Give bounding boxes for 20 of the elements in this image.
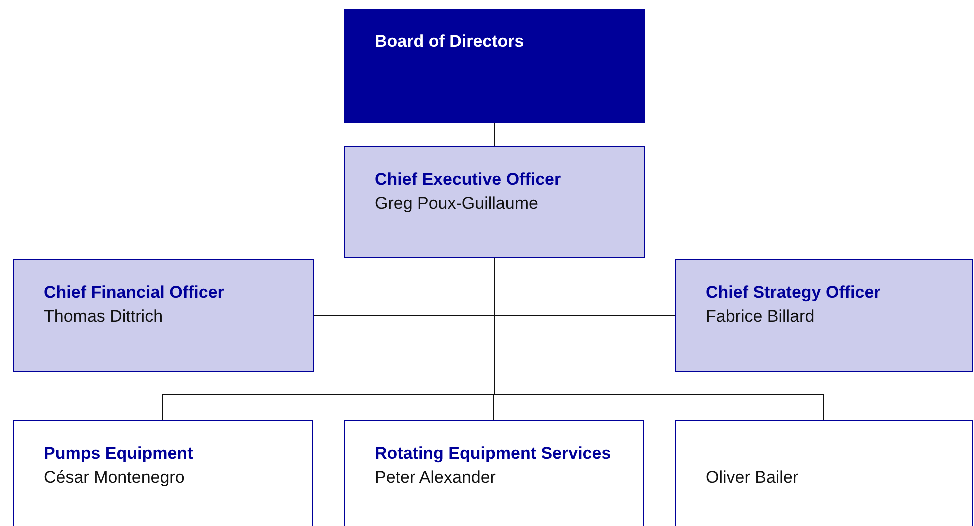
person-name: César Montenegro xyxy=(44,467,186,489)
connector-line xyxy=(494,122,495,146)
role-title: Pumps Equipment xyxy=(44,443,194,465)
role-title: Rotating Equipment Services xyxy=(375,443,612,465)
person-name: Oliver Bailer xyxy=(706,467,800,489)
org-box xyxy=(344,9,645,123)
org-box xyxy=(13,259,314,372)
org-box xyxy=(344,420,644,526)
person-name: Greg Poux-Guillaume xyxy=(375,193,540,215)
role-title: Chief Strategy Officer xyxy=(706,282,882,304)
org-box xyxy=(344,146,645,258)
role-title: Chief Executive Officer xyxy=(375,169,562,191)
person-name: Fabrice Billard xyxy=(706,306,816,328)
role-title: Chief Financial Officer xyxy=(44,282,226,304)
org-box xyxy=(675,259,973,372)
org-box xyxy=(675,420,973,526)
role-title: Board of Directors xyxy=(375,31,526,53)
org-box xyxy=(13,420,313,526)
person-name: Peter Alexander xyxy=(375,467,497,489)
person-name: Thomas Dittrich xyxy=(44,306,164,328)
